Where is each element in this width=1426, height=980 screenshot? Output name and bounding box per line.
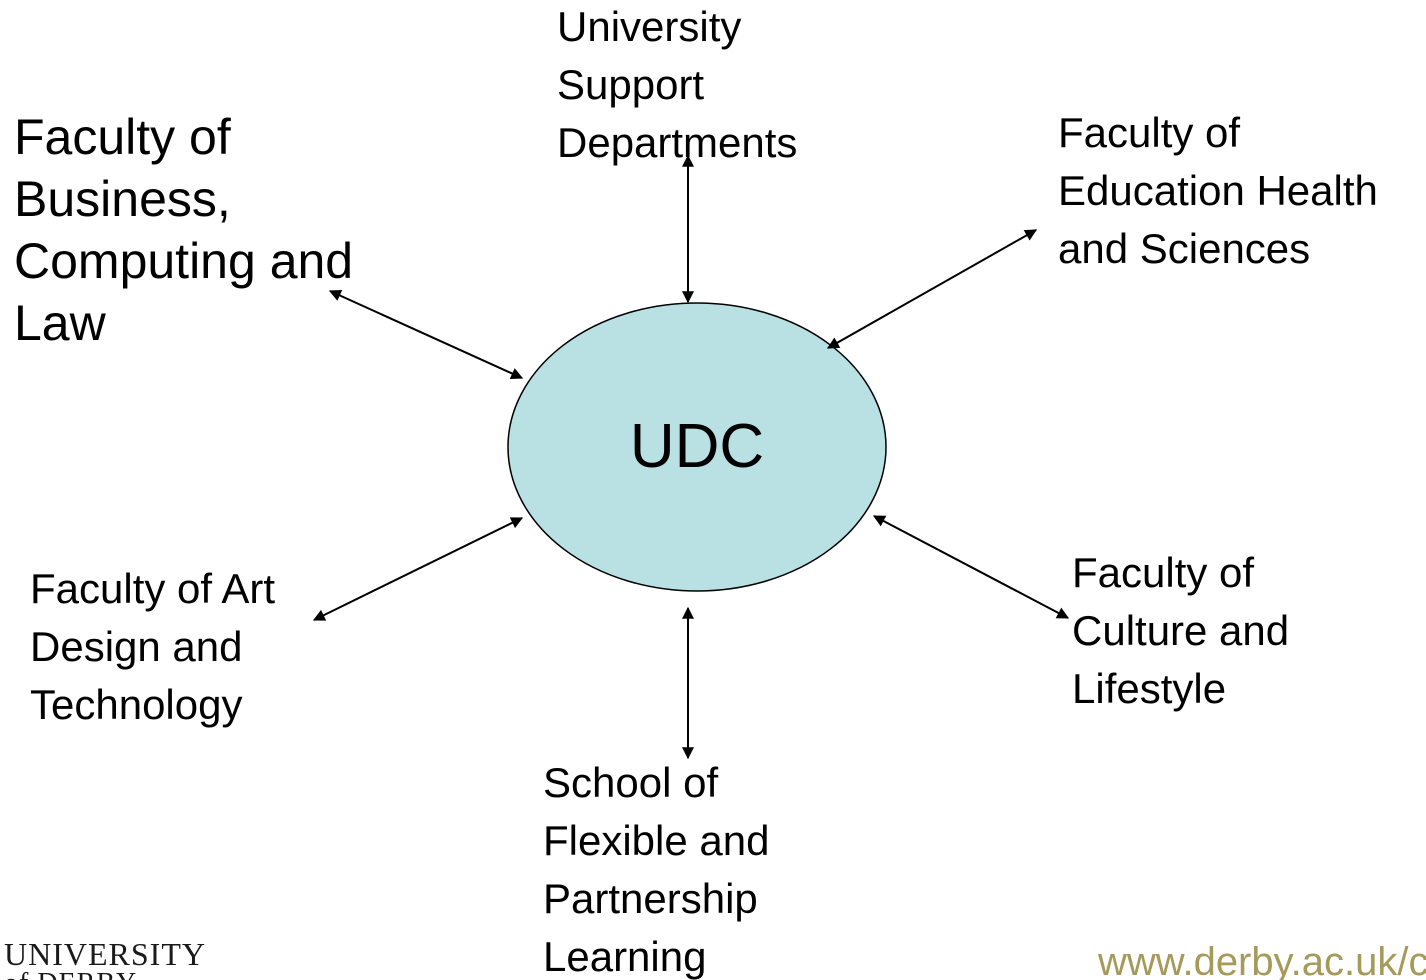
university-logo: UNIVERSITY of DERBY	[0, 934, 220, 980]
connector-top-right	[826, 229, 1038, 349]
node-faculty-culture-lifestyle: Faculty of Culture and Lifestyle	[1072, 549, 1290, 712]
node-faculty-art-design-technology: Faculty of Art Design and Technology	[30, 565, 276, 728]
connector-top-left	[328, 289, 524, 380]
logo-text-derby: of DERBY	[4, 968, 137, 980]
node-university-support-departments: University Support Departments	[557, 3, 798, 166]
node-school-flexible-partnership-learning: School of Flexible and Partnership Learn…	[543, 759, 770, 980]
connector-bottom-right	[872, 515, 1070, 619]
connector-bottom-left	[312, 517, 524, 621]
node-faculty-education-health-sciences: Faculty of Education Health and Sciences	[1058, 109, 1378, 272]
footer-url: www.derby.ac.uk/co	[1098, 940, 1426, 980]
udc-hub-ellipse	[507, 302, 887, 592]
node-faculty-business-computing-law: Faculty of Business, Computing and Law	[14, 109, 354, 351]
udc-hub-label: UDC	[629, 412, 765, 481]
logo-text-university: UNIVERSITY	[4, 936, 206, 972]
